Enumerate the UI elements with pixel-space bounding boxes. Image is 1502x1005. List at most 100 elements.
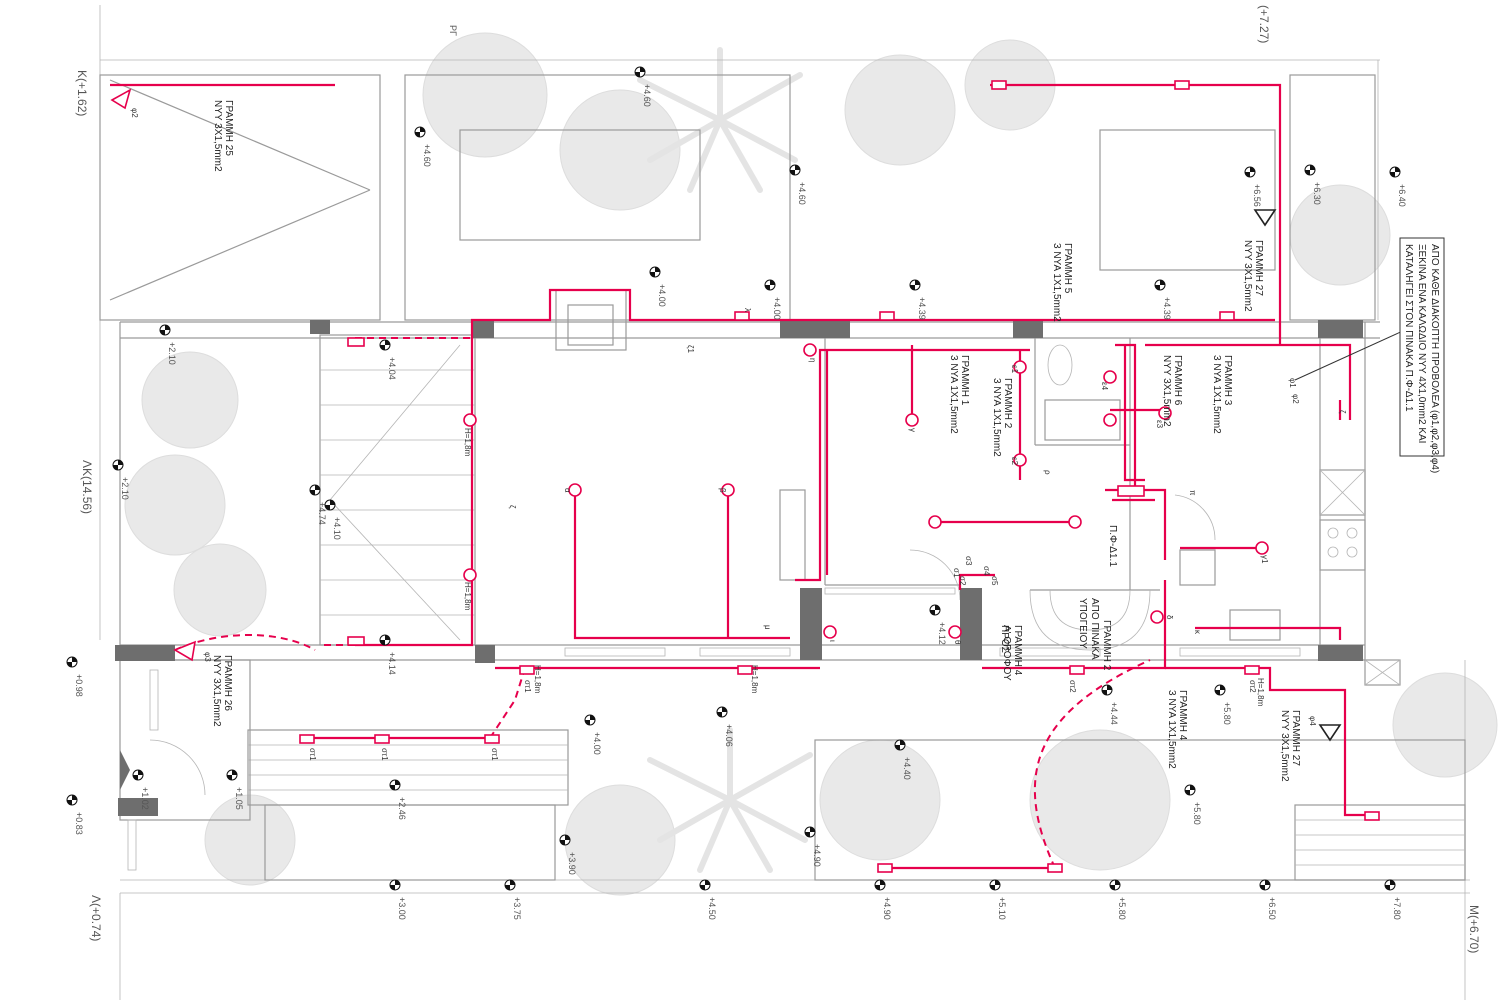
elevation-value: +4.74 [317,502,327,525]
elevation-marker: +4.10 [324,499,342,540]
label-pros: ΠΡΟΣ [999,625,1010,653]
elevation-marker: +4.00 [649,266,667,307]
elevation-marker: +4.90 [874,879,892,920]
circuit-g27b: ΓΡΑΜΜΗ 27 NYY 3X1,5mm2 [1279,710,1301,782]
fixture-tag: σ3 [964,556,973,566]
circuit-g26: ΓΡΑΜΜΗ 26 NYY 3X1,5mm2 [211,655,233,727]
elevation-value: +4.12 [937,622,947,645]
elevation-marker: +0.98 [66,656,84,697]
circuit-g4b: ΓΡΑΜΜΗ 4 3 NYA 1X1,5mm2 [1166,690,1188,769]
fixture-tag: ζ [508,505,517,509]
circuit-cable: NYY 3X1,5mm2 [1279,710,1290,782]
label-ypogeiou: ΥΠΟΓΕΙΟΥ [1077,598,1088,649]
elevation-marker: +2.10 [159,324,177,365]
circuit-cable: NYY 3X1,5mm2 [1161,355,1172,427]
grid-label-top: (+7.27) [1257,5,1271,43]
grid-axis-labels: K(+1.62) ΛΚ(14.56) Λ(+0.74) M(+6.70) (+7… [75,5,1481,953]
fixture-tag: η [808,358,817,362]
circuit-title: ΓΡΑΜΜΗ 27 [1290,710,1301,766]
elevation-value: +6.56 [1252,184,1262,207]
note-line-3: ΚΑΤΑΛΗΓΕΙ ΣΤΟΝ ΠΙΝΑΚΑ Π.Φ-Δ1.1 [1403,244,1414,412]
circuit-title: ΓΡΑΜΜΗ 4 [1012,625,1023,676]
fixture-tag: γ [908,428,917,432]
elevation-marker: +4.60 [414,126,432,167]
elevation-value: +2.46 [397,797,407,820]
fixture-tag: λ [743,308,752,312]
fixture-tag: σ5 [990,576,999,586]
elevation-value: +5.80 [1192,802,1202,825]
fixture-tag: σ2 [958,576,967,586]
note-box [1399,237,1445,457]
fixture-tag: κ [1193,630,1202,635]
elevation-value: +3.90 [567,852,577,875]
note-callout: ΑΠΟ ΚΑΘΕ ΔΙΑΚΟΠΤΗ ΠΡΟΒΟΛΕΑ (φ1,φ2,φ3,φ4)… [1294,237,1445,473]
elevation-marker: +4.06 [716,706,734,747]
height-label: H=1,8m [463,582,472,611]
elevation-marker: +6.56 [1244,166,1262,207]
elevation-value: +5.80 [1117,897,1127,920]
elevation-marker: +4.00 [764,279,782,320]
elevation-value: +0.98 [74,674,84,697]
elevation-marker: +0.83 [66,794,84,835]
elevation-marker: +3.00 [389,879,407,920]
elevation-value: +1.02 [140,787,150,810]
fixture-tag: στ1 [490,748,499,761]
elevation-marker: +4.14 [379,634,397,675]
elevation-marker: +6.40 [1389,166,1407,207]
fixture-tag: ρ [1043,470,1052,475]
elevation-value: +4.60 [422,144,432,167]
label-grammi-2: ΓΡΑΜΜΗ 2 [1101,620,1112,671]
fixture-tag: μ [763,625,772,630]
circuit-title: ΓΡΑΜΜΗ 1 [959,355,970,406]
note-line-1: ΑΠΟ ΚΑΘΕ ΔΙΑΚΟΠΤΗ ΠΡΟΒΟΛΕΑ (φ1,φ2,φ3,φ4) [1429,244,1440,473]
elevation-value: +4.10 [332,517,342,540]
fixture-tag: α [563,488,572,493]
elevation-marker: +4.12 [929,604,947,645]
elevation-marker: +4.39 [1154,279,1172,320]
elevation-value: +5.80 [1222,702,1232,725]
circuit-cable: NYY 3X1,5mm2 [212,100,223,172]
grid-label-l: Λ(+0.74) [89,895,103,941]
elevation-value: +5.10 [997,897,1007,920]
elevation-value: +4.60 [642,84,652,107]
fixture-tag: στ1 [523,680,532,693]
elevation-value: +4.44 [1109,702,1119,725]
elevation-marker: +4.44 [1101,684,1119,725]
circuit-cable: 3 NYA 1X1,5mm2 [948,355,959,434]
electrical-circuits [110,83,1370,870]
fixture-tag: ζ [1338,410,1347,414]
fixture-tag: ε4 [1100,382,1109,391]
elevation-marker: +6.50 [1259,879,1277,920]
elevation-value: +1.05 [234,787,244,810]
fixture-tag: π [1188,490,1197,496]
fixture-tag: β [718,488,727,493]
elevation-marker: +5.80 [1184,784,1202,825]
fixture-tag: φ4 [1308,716,1317,726]
fixture-tag: στ1 [308,748,317,761]
fixture-tag: στ1 [380,748,389,761]
elevation-value: +4.90 [882,897,892,920]
fixture-tag: φ2 [130,108,139,118]
elevation-value: +4.00 [592,732,602,755]
circuit-g25: ΓΡΑΜΜΗ 25 NYY 3X1,5mm2 [212,100,234,172]
elevation-value: +4.50 [707,897,717,920]
circuit-cable: 3 NYA 1X1,5mm2 [1051,243,1062,322]
elevation-value: +6.30 [1312,182,1322,205]
elevation-value: +4.06 [724,724,734,747]
grid-label-m: M(+6.70) [1467,905,1481,953]
fixture-tag: φ3 [203,652,212,662]
note-line-2: ΞΕΚΙΝΑ ΕΝΑ ΚΑΛΩΔΙΟ NYY 4X1,0mm2 ΚΑΙ [1416,244,1427,443]
circuit-cable: 3 NYA 1X1,5mm2 [1166,690,1177,769]
elevation-value: +4.39 [917,297,927,320]
elevation-value: +4.60 [797,182,807,205]
circuit-g5: ΓΡΑΜΜΗ 5 3 NYA 1X1,5mm2 [1051,243,1073,322]
circuit-cable: 3 NYA 1X1,5mm2 [1211,355,1222,434]
elevation-marker: +4.60 [634,66,652,107]
elevation-value: +3.00 [397,897,407,920]
height-label: H=1,8m [1256,678,1265,707]
circuit-title: ΓΡΑΜΜΗ 6 [1172,355,1183,406]
elevation-value: +4.00 [657,284,667,307]
elevation-marker: +7.80 [1384,879,1402,920]
elevation-markers: +4.60 +4.60 +4.60 +6.56 +6.30 +6.40 +4.00 +4.00… [66,66,1407,920]
